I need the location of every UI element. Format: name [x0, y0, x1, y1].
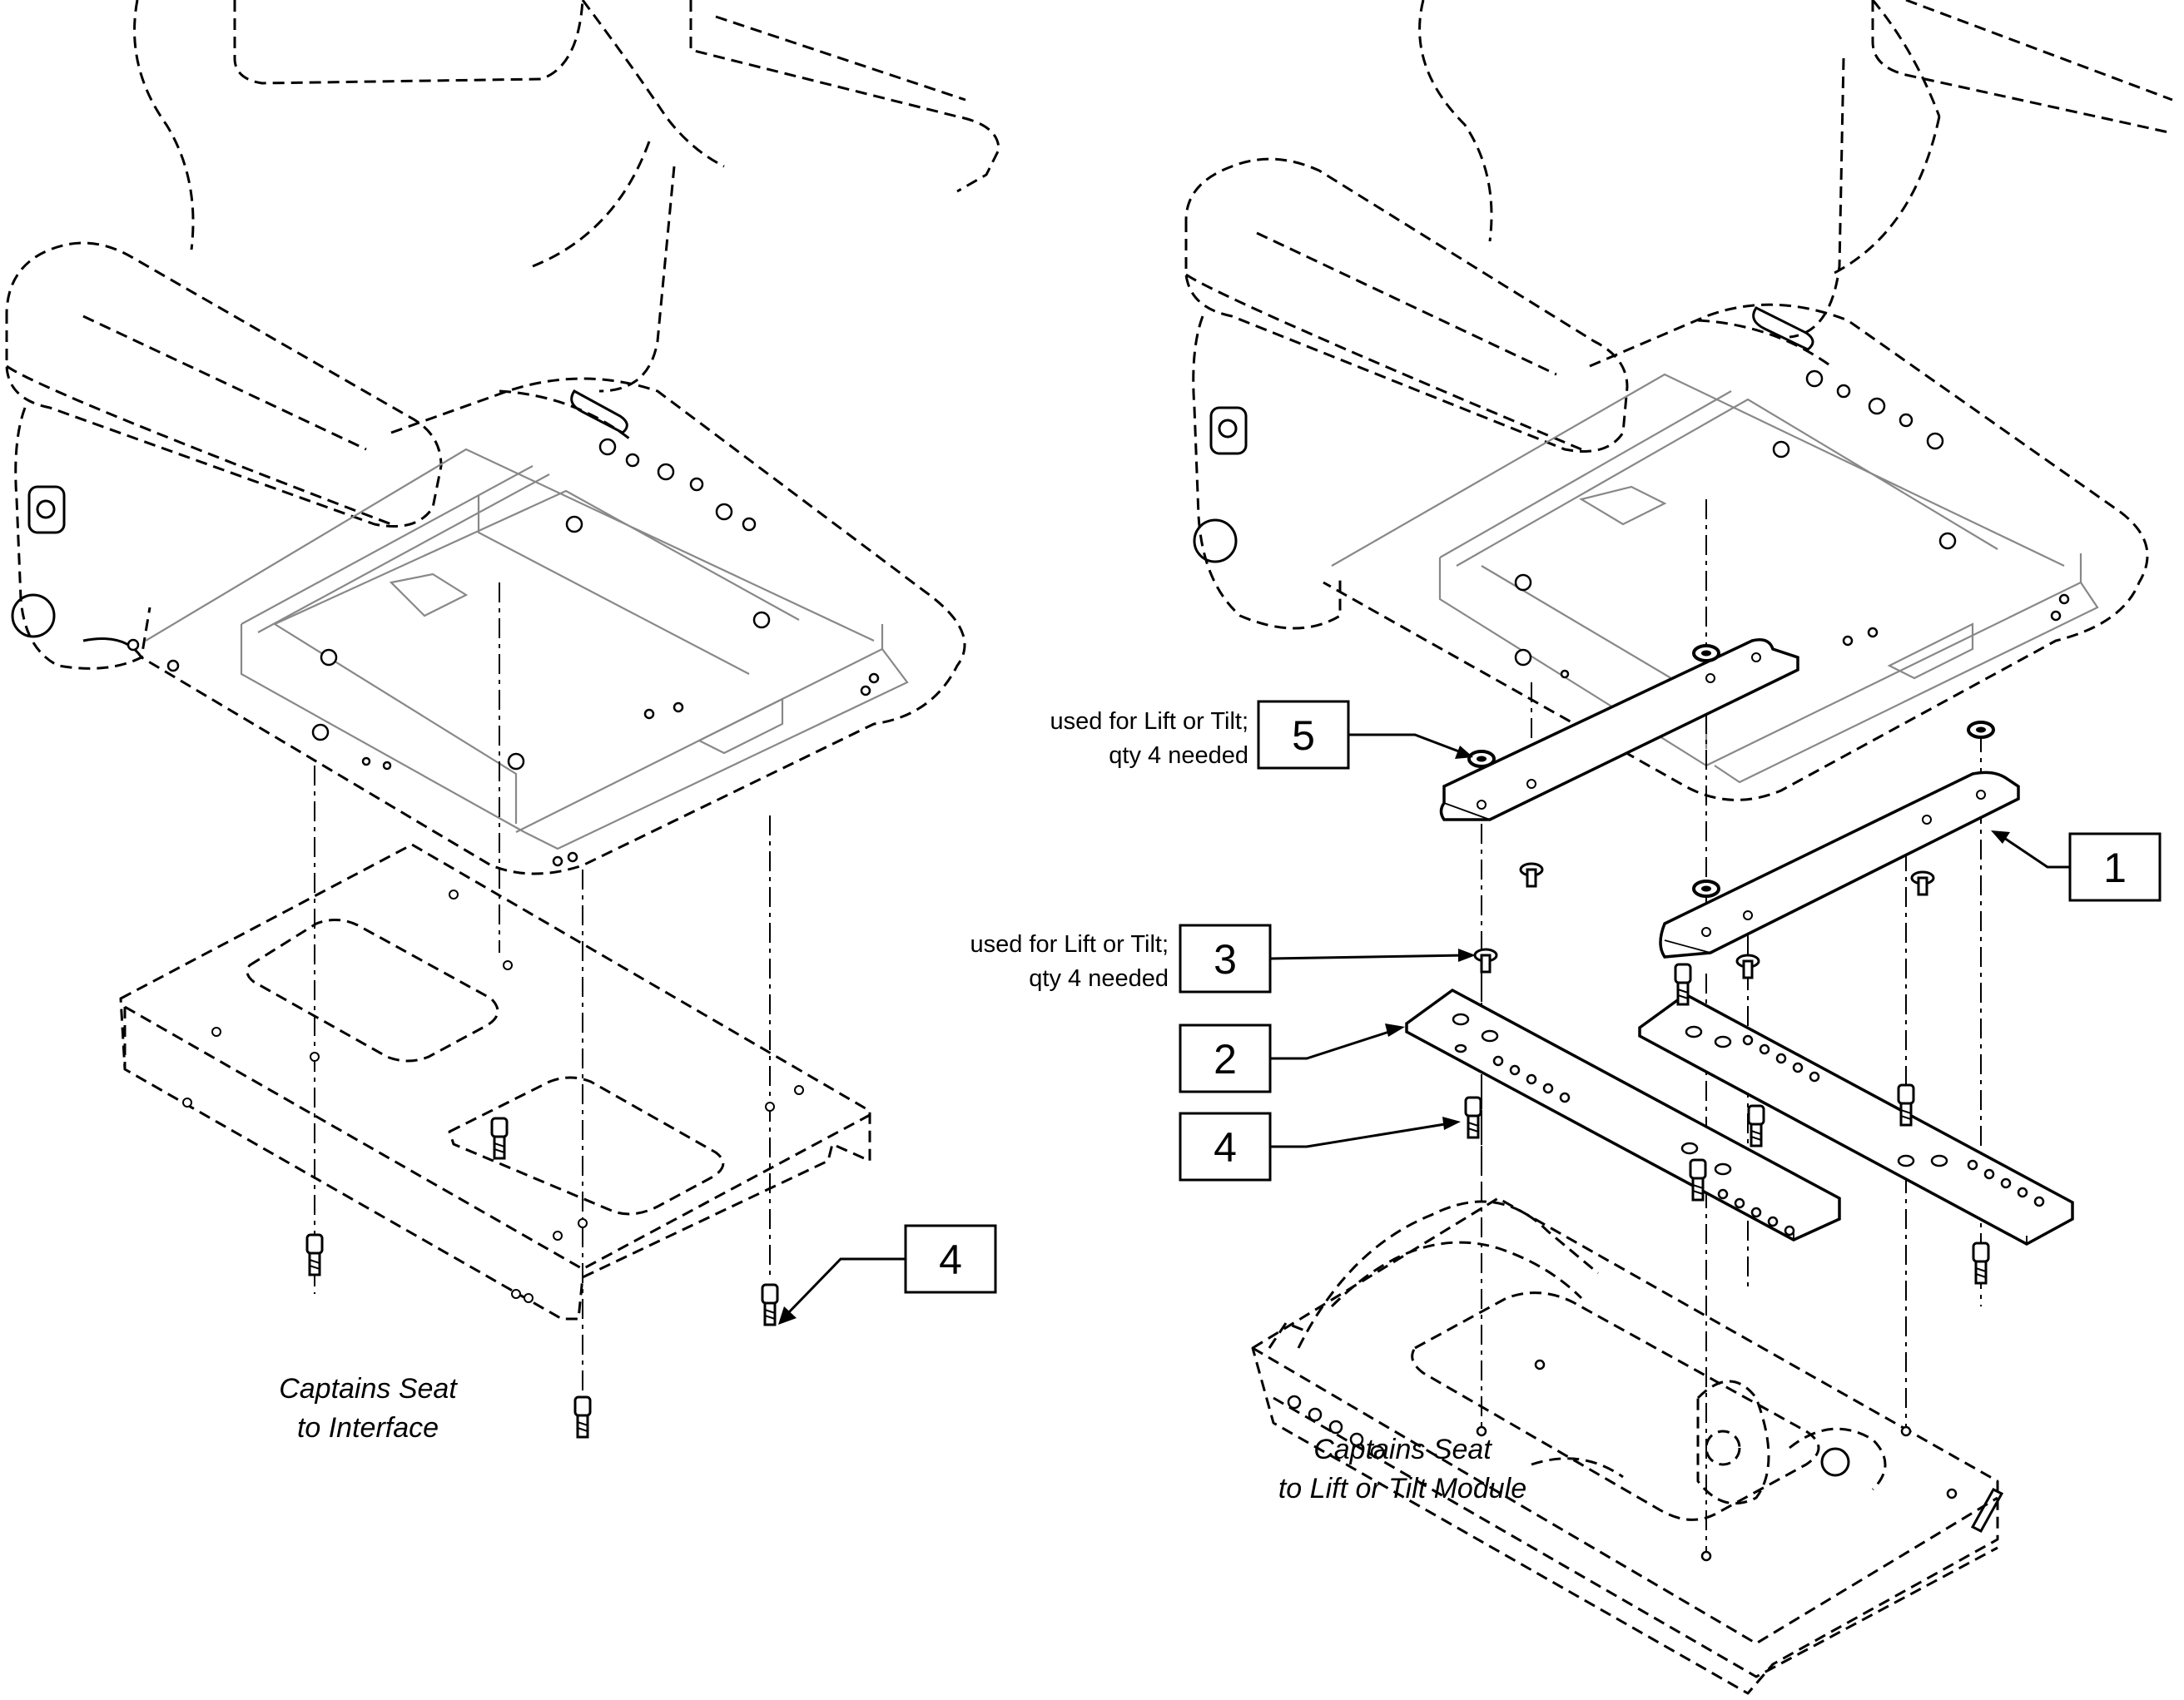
adapter-plate-left — [1405, 988, 1841, 1242]
interface-plate — [119, 843, 871, 1321]
screw-3 — [1473, 948, 1498, 974]
bolt-right-1 — [1464, 1096, 1482, 1139]
note-line-1: used for Lift or Tilt; — [1050, 708, 1248, 735]
bolt-right-6 — [1674, 963, 1692, 1006]
bolt-right-3 — [1689, 1158, 1707, 1202]
callout-number: 2 — [1214, 1036, 1237, 1083]
callout-4-right: 4 — [1179, 1112, 1461, 1182]
caption-line-2: to Interface — [297, 1412, 439, 1444]
nut-5-a — [1467, 750, 1496, 768]
bolt-left-1 — [490, 1117, 509, 1160]
plate-upper-left — [1439, 638, 1799, 821]
callout-3: 3 used for Lift or Tilt; qty 4 needed — [970, 924, 1476, 994]
bolt-left-3 — [761, 1283, 779, 1326]
adapter-plate-right — [1638, 992, 2074, 1246]
bolt-right-2 — [1747, 1104, 1765, 1147]
callout-number: 3 — [1214, 936, 1237, 983]
callout-1: 1 — [1991, 830, 2162, 902]
nut-5-b — [1967, 721, 1995, 739]
screw-upper-a — [1519, 862, 1544, 888]
captains-seat-left — [5, 0, 1000, 875]
bolt-right-5 — [1897, 1083, 1915, 1127]
plate-upper-right — [1659, 771, 2020, 959]
note-line-1: used for Lift or Tilt; — [970, 931, 1169, 958]
callout-2: 2 — [1179, 1023, 1405, 1093]
bolt-left-4 — [573, 1395, 592, 1439]
note-line-2: qty 4 needed — [1029, 965, 1169, 992]
callout-number: 5 — [1292, 712, 1315, 759]
callout-5: 5 used for Lift or Tilt; qty 4 needed — [1050, 700, 1473, 770]
nut-5-d — [1692, 644, 1720, 662]
callout-number: 1 — [2103, 845, 2127, 891]
note-line-2: qty 4 needed — [1109, 742, 1248, 769]
screw-upper-c — [1735, 954, 1760, 979]
callout-number: 4 — [1214, 1124, 1237, 1171]
screw-upper-b — [1910, 870, 1935, 896]
callout-number: 4 — [939, 1237, 962, 1283]
caption-line-1: Captains Seat — [1313, 1434, 1492, 1465]
lift-tilt-module — [1251, 1197, 2004, 1695]
bolt-right-4 — [1972, 1242, 1990, 1285]
caption-line-1: Captains Seat — [279, 1373, 458, 1405]
assembly-axes-left — [314, 582, 771, 1398]
callout-4-left: 4 — [778, 1224, 997, 1325]
nut-5-c — [1692, 880, 1720, 898]
caption-line-2: to Lift or Tilt Module — [1278, 1473, 1526, 1504]
bolt-left-2 — [305, 1233, 324, 1276]
